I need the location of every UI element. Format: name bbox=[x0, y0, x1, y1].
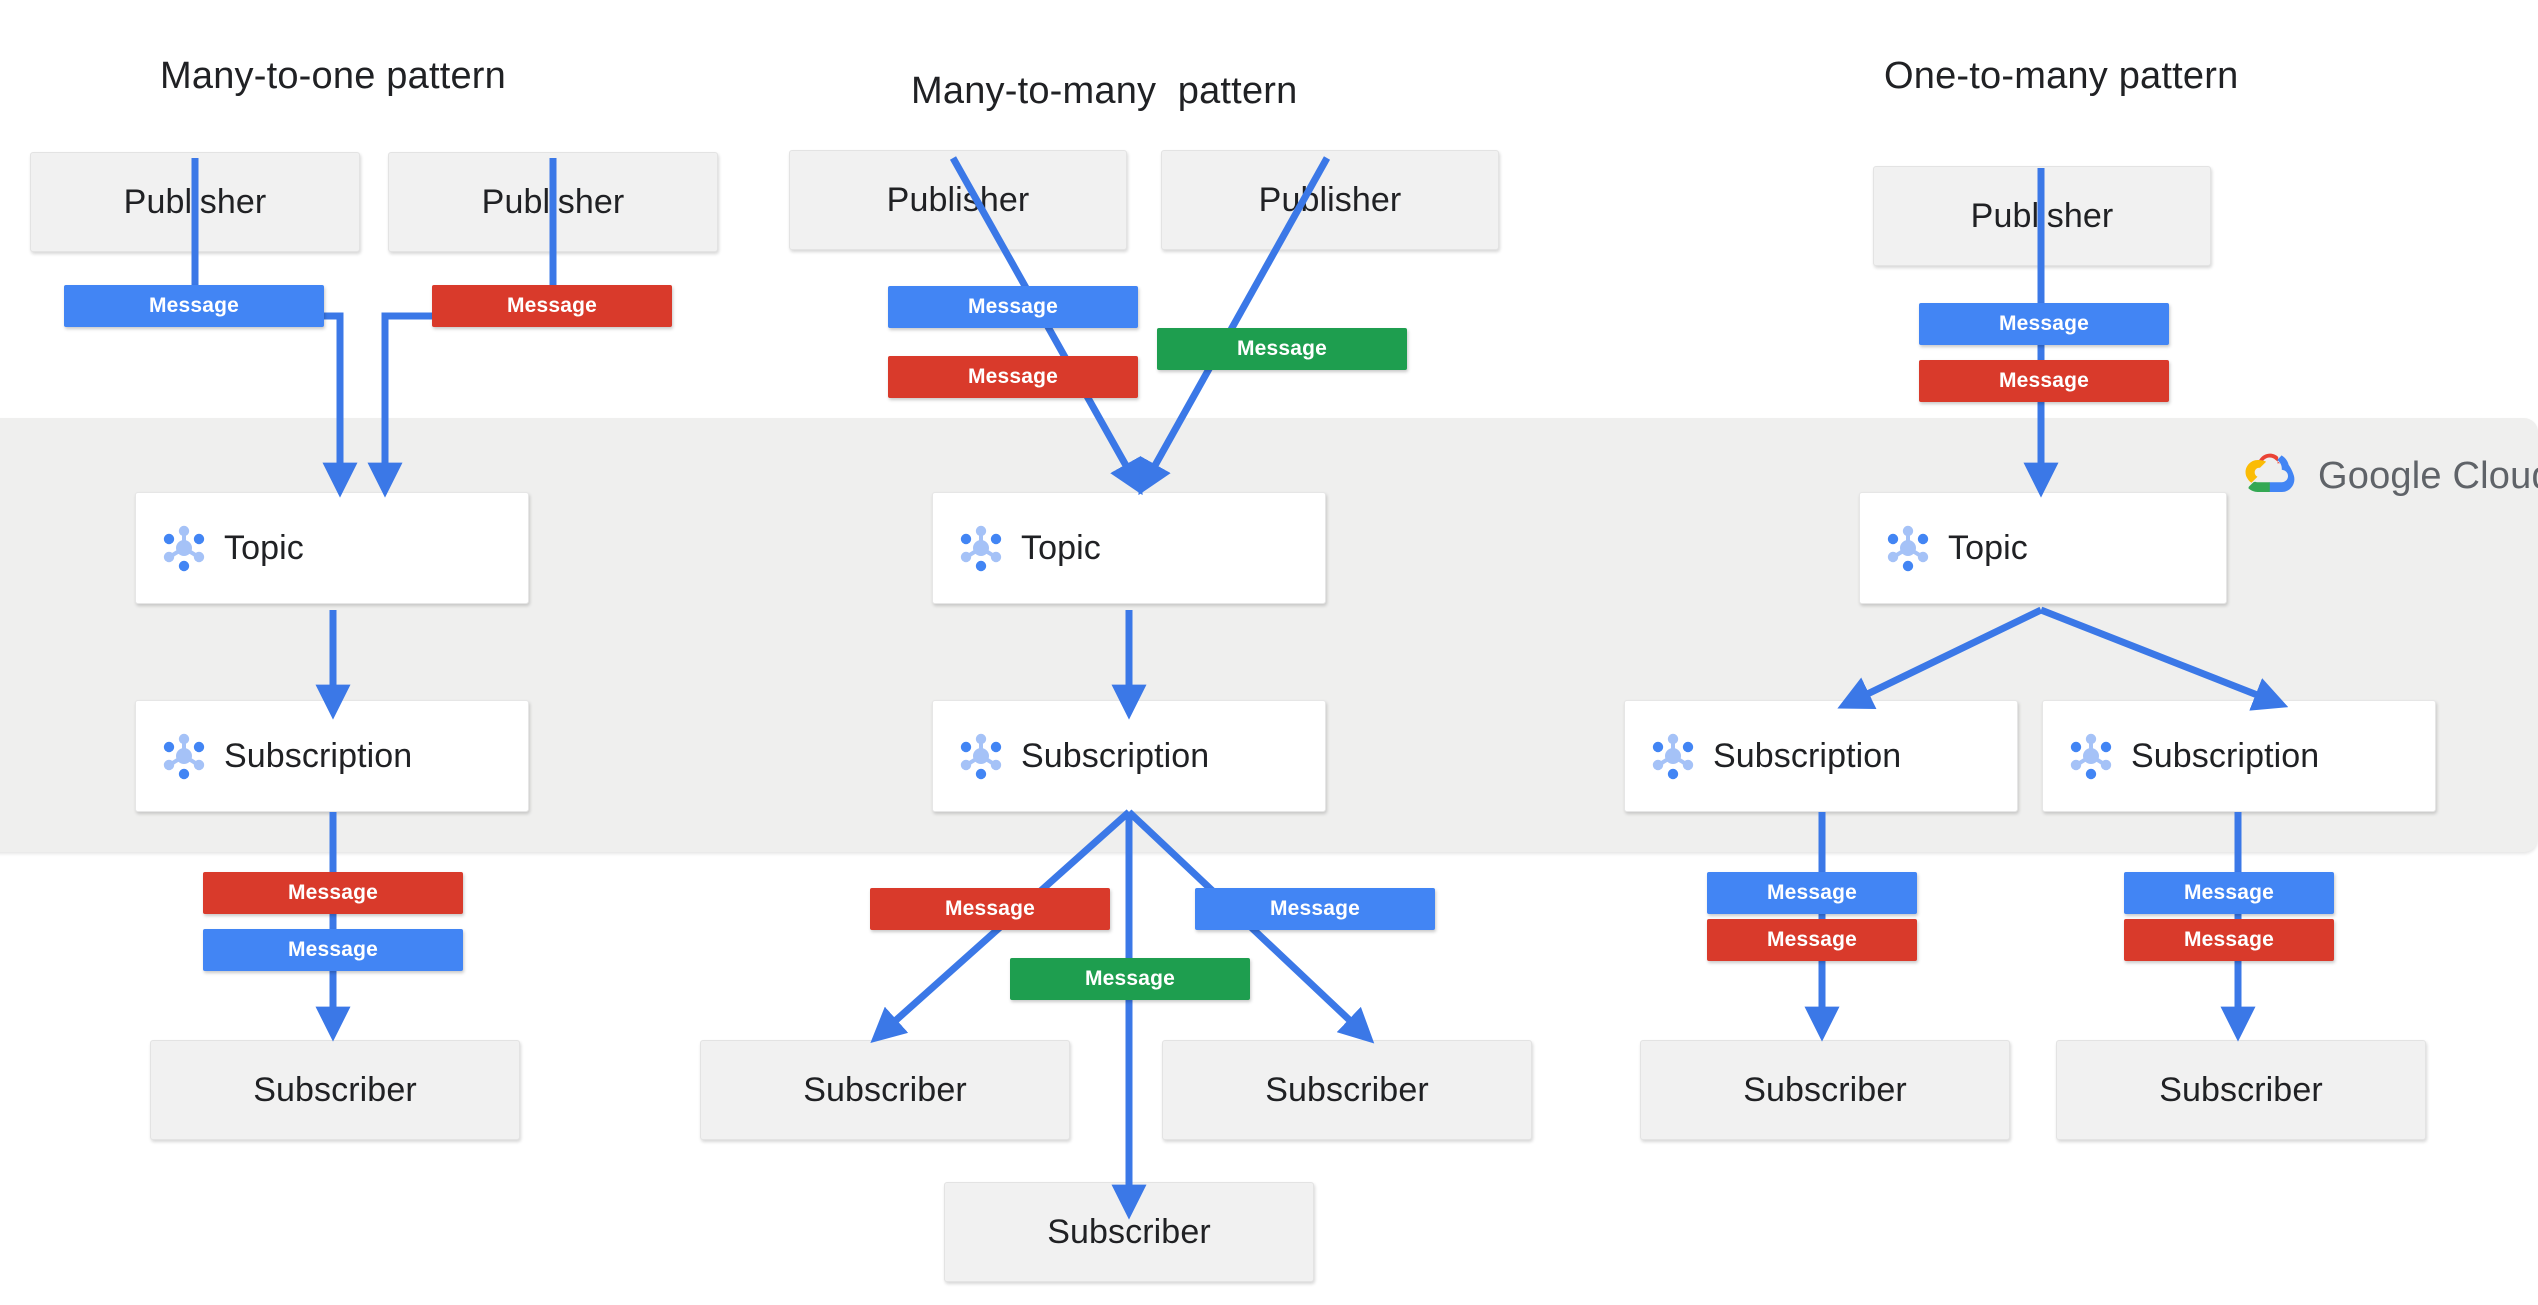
pubsub-subscription-icon bbox=[1647, 730, 1699, 782]
message-label: Message bbox=[1998, 312, 2090, 335]
message-chip[interactable]: Message bbox=[2124, 919, 2334, 961]
topic-label: Topic bbox=[224, 528, 304, 567]
publisher-label: Publisher bbox=[1970, 196, 2114, 235]
subscription-label: Subscription bbox=[1713, 736, 1902, 775]
subscriber-box[interactable]: Subscriber bbox=[150, 1040, 520, 1140]
pubsub-subscription-icon bbox=[158, 730, 210, 782]
pubsub-subscription-icon bbox=[2065, 730, 2117, 782]
google-cloud-logo-icon bbox=[2244, 450, 2302, 503]
message-chip[interactable]: Message bbox=[870, 888, 1110, 930]
message-chip[interactable]: Message bbox=[203, 872, 463, 914]
message-label: Message bbox=[2183, 881, 2275, 904]
subscription-label: Subscription bbox=[2131, 736, 2320, 775]
message-chip[interactable]: Message bbox=[888, 286, 1138, 328]
message-label: Message bbox=[2183, 928, 2275, 951]
message-chip[interactable]: Message bbox=[203, 929, 463, 971]
pattern-title-one-to-many: One-to-many pattern bbox=[1884, 55, 2239, 97]
message-label: Message bbox=[944, 897, 1036, 920]
subscriber-label: Subscriber bbox=[803, 1070, 967, 1109]
message-label: Message bbox=[967, 365, 1059, 388]
message-label: Message bbox=[1236, 337, 1328, 360]
publisher-label: Publisher bbox=[1258, 180, 1402, 219]
message-label: Message bbox=[1269, 897, 1361, 920]
subscriber-box[interactable]: Subscriber bbox=[1640, 1040, 2010, 1140]
subscriber-label: Subscriber bbox=[1743, 1070, 1907, 1109]
message-chip[interactable]: Message bbox=[1195, 888, 1435, 930]
subscriber-box[interactable]: Subscriber bbox=[1162, 1040, 1532, 1140]
message-chip[interactable]: Message bbox=[2124, 872, 2334, 914]
google-cloud-branding: Google Cloud bbox=[2244, 450, 2538, 503]
subscriber-box[interactable]: Subscriber bbox=[944, 1182, 1314, 1282]
topic-label: Topic bbox=[1021, 528, 1101, 567]
publisher-label: Publisher bbox=[886, 180, 1030, 219]
message-label: Message bbox=[967, 295, 1059, 318]
subscription-box[interactable]: Subscription bbox=[135, 700, 529, 812]
topic-box[interactable]: Topic bbox=[1859, 492, 2227, 604]
message-chip[interactable]: Message bbox=[1157, 328, 1407, 370]
pubsub-topic-icon bbox=[1882, 522, 1934, 574]
message-chip[interactable]: Message bbox=[1010, 958, 1250, 1000]
message-chip[interactable]: Message bbox=[888, 356, 1138, 398]
publisher-label: Publisher bbox=[123, 182, 267, 221]
subscriber-label: Subscriber bbox=[2159, 1070, 2323, 1109]
message-label: Message bbox=[1766, 881, 1858, 904]
subscription-box[interactable]: Subscription bbox=[2042, 700, 2436, 812]
topic-box[interactable]: Topic bbox=[135, 492, 529, 604]
subscription-label: Subscription bbox=[224, 736, 413, 775]
publisher-box[interactable]: Publisher bbox=[388, 152, 718, 252]
message-chip[interactable]: Message bbox=[1707, 872, 1917, 914]
message-label: Message bbox=[148, 294, 240, 317]
publisher-box[interactable]: Publisher bbox=[1161, 150, 1499, 250]
topic-label: Topic bbox=[1948, 528, 2028, 567]
pattern-title-many-to-many: Many-to-many pattern bbox=[911, 70, 1298, 112]
message-label: Message bbox=[1766, 928, 1858, 951]
message-chip[interactable]: Message bbox=[1919, 360, 2169, 402]
subscription-box[interactable]: Subscription bbox=[932, 700, 1326, 812]
message-label: Message bbox=[1084, 967, 1176, 990]
pubsub-subscription-icon bbox=[955, 730, 1007, 782]
message-label: Message bbox=[287, 938, 379, 961]
subscriber-box[interactable]: Subscriber bbox=[2056, 1040, 2426, 1140]
subscriber-label: Subscriber bbox=[1047, 1212, 1211, 1251]
message-chip[interactable]: Message bbox=[1707, 919, 1917, 961]
subscriber-box[interactable]: Subscriber bbox=[700, 1040, 1070, 1140]
subscriber-label: Subscriber bbox=[1265, 1070, 1429, 1109]
publisher-label: Publisher bbox=[481, 182, 625, 221]
subscription-label: Subscription bbox=[1021, 736, 1210, 775]
pubsub-topic-icon bbox=[955, 522, 1007, 574]
google-cloud-wordmark: Google Cloud bbox=[2318, 455, 2538, 497]
message-label: Message bbox=[1998, 369, 2090, 392]
message-chip[interactable]: Message bbox=[1919, 303, 2169, 345]
subscriber-label: Subscriber bbox=[253, 1070, 417, 1109]
publisher-box[interactable]: Publisher bbox=[30, 152, 360, 252]
topic-box[interactable]: Topic bbox=[932, 492, 1326, 604]
message-chip[interactable]: Message bbox=[432, 285, 672, 327]
message-label: Message bbox=[506, 294, 598, 317]
message-chip[interactable]: Message bbox=[64, 285, 324, 327]
publisher-box[interactable]: Publisher bbox=[789, 150, 1127, 250]
message-label: Message bbox=[287, 881, 379, 904]
pattern-title-many-to-one: Many-to-one pattern bbox=[160, 55, 506, 97]
publisher-box[interactable]: Publisher bbox=[1873, 166, 2211, 266]
pubsub-topic-icon bbox=[158, 522, 210, 574]
subscription-box[interactable]: Subscription bbox=[1624, 700, 2018, 812]
